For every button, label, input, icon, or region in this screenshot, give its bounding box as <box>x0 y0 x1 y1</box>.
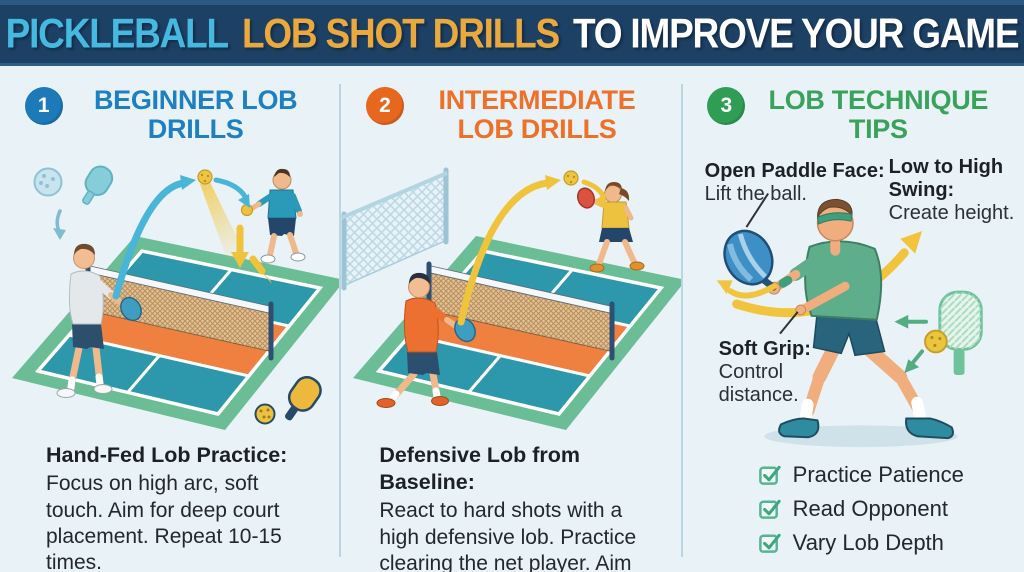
technique-player-illustration <box>716 192 983 448</box>
landing-arrows-yellow <box>231 224 273 284</box>
intermediate-column-header: 2 INTERMEDIATE LOB DRILLS <box>341 80 682 156</box>
tips-column-title: LOB TECHNIQUE TIPS <box>768 85 989 145</box>
beginner-drill-text: Focus on high arc, soft touch. Aim for d… <box>46 472 282 572</box>
beginner-description: Hand-Fed Lob Practice: Focus on high arc… <box>0 434 341 572</box>
beginner-column-header: 1 BEGINNER LOB DRILLS <box>0 80 341 156</box>
net <box>85 261 274 361</box>
tip-low-to-high-swing: Low to High Swing: Create height. <box>889 156 1021 224</box>
soft-grip-pointer-line <box>778 311 799 335</box>
paddle-red <box>577 187 596 209</box>
tips-checklist: Practice Patience Read Opponent Vary Lob… <box>683 452 1024 556</box>
tips-column-header: 3 LOB TECHNIQUE TIPS <box>683 80 1024 156</box>
tip-open-paddle-title: Open Paddle Face: <box>704 160 885 182</box>
decor-ball-paddle-icon <box>33 165 114 240</box>
column-lob-technique-tips: 3 LOB TECHNIQUE TIPS <box>683 66 1024 569</box>
title-part-improve-your-game: TO IMPROVE YOUR GAME <box>572 10 1020 57</box>
player-far-yellow <box>577 182 645 273</box>
technique-player <box>767 198 954 440</box>
player-far-teal <box>241 168 306 264</box>
title-part-pickleball: PICKLEBALL <box>5 10 230 57</box>
descent-arrow-yellow <box>581 179 608 208</box>
checked-checkbox-icon <box>758 465 781 485</box>
beginner-drill-illustration <box>12 165 342 430</box>
lob-arc-arrow-yellow <box>457 175 562 326</box>
checklist-label: Vary Lob Depth <box>792 530 944 555</box>
step-number-badge-1: 1 <box>24 87 63 125</box>
step-number-badge-2: 2 <box>365 87 404 125</box>
decor-yellow-paddle-ball-icon <box>254 375 322 425</box>
tip-soft-grip-title: Soft Grip: <box>718 338 811 360</box>
ball-at-apex <box>563 170 580 186</box>
tip-open-paddle-body: Lift the ball. <box>704 182 807 205</box>
intermediate-drill-text: React to hard shots with a high defensiv… <box>379 499 637 572</box>
intermediate-column-title: INTERMEDIATE LOB DRILLS <box>438 85 636 145</box>
headband <box>816 212 853 225</box>
tip-low-to-high-title: Low to High Swing: <box>888 156 1004 201</box>
checklist-item-read-opponent: Read Opponent <box>757 496 1024 522</box>
tip-open-paddle-face: Open Paddle Face: Lift the ball. <box>705 160 890 206</box>
intermediate-drill-name: Defensive Lob from Baseline: <box>379 443 581 495</box>
beginner-column-title: BEGINNER LOB DRILLS <box>93 85 298 145</box>
open-paddle-pointer-line <box>745 192 769 228</box>
player-near-gray <box>56 243 143 398</box>
intermediate-description: Defensive Lob from Baseline: React to ha… <box>341 434 682 572</box>
checklist-label: Read Opponent <box>792 496 948 521</box>
column-intermediate-lob-drills: 2 INTERMEDIATE LOB DRILLS <box>341 66 683 572</box>
pickleball-in-hand <box>241 203 254 217</box>
checklist-item-practice-patience: Practice Patience <box>757 462 1024 488</box>
descent-beam <box>200 182 247 262</box>
beginner-drill-name: Hand-Fed Lob Practice: <box>46 443 288 467</box>
open-face-arrow <box>716 280 777 299</box>
paddle-teal <box>120 296 143 322</box>
technique-figure-area: Open Paddle Face: Lift the ball. Low to … <box>683 156 1024 452</box>
small-down-arrow-icon <box>55 209 62 233</box>
intermediate-drill-illustration <box>341 167 683 430</box>
chain-link-fence <box>341 167 449 291</box>
bounce-arrow-cyan <box>213 177 251 208</box>
step-number-badge-3: 3 <box>707 87 746 125</box>
title-part-lob-shot-drills: LOB SHOT DRILLS <box>241 10 560 57</box>
player-near-orange <box>376 272 477 408</box>
checked-checkbox-icon <box>758 533 781 553</box>
target-paddle-graphic <box>894 290 983 376</box>
column-beginner-lob-drills: 1 BEGINNER LOB DRILLS <box>0 66 342 572</box>
tip-soft-grip-body: Control distance. <box>718 360 799 406</box>
ball-at-apex <box>197 169 213 185</box>
tip-soft-grip: Soft Grip: Control distance. <box>719 338 827 406</box>
lob-arc-arrow-blue <box>112 175 197 300</box>
checklist-item-vary-lob-depth: Vary Lob Depth <box>757 530 1024 556</box>
checklist-label: Practice Patience <box>792 462 964 487</box>
checked-checkbox-icon <box>758 499 781 519</box>
tip-low-to-high-body: Create height. <box>888 201 1015 224</box>
